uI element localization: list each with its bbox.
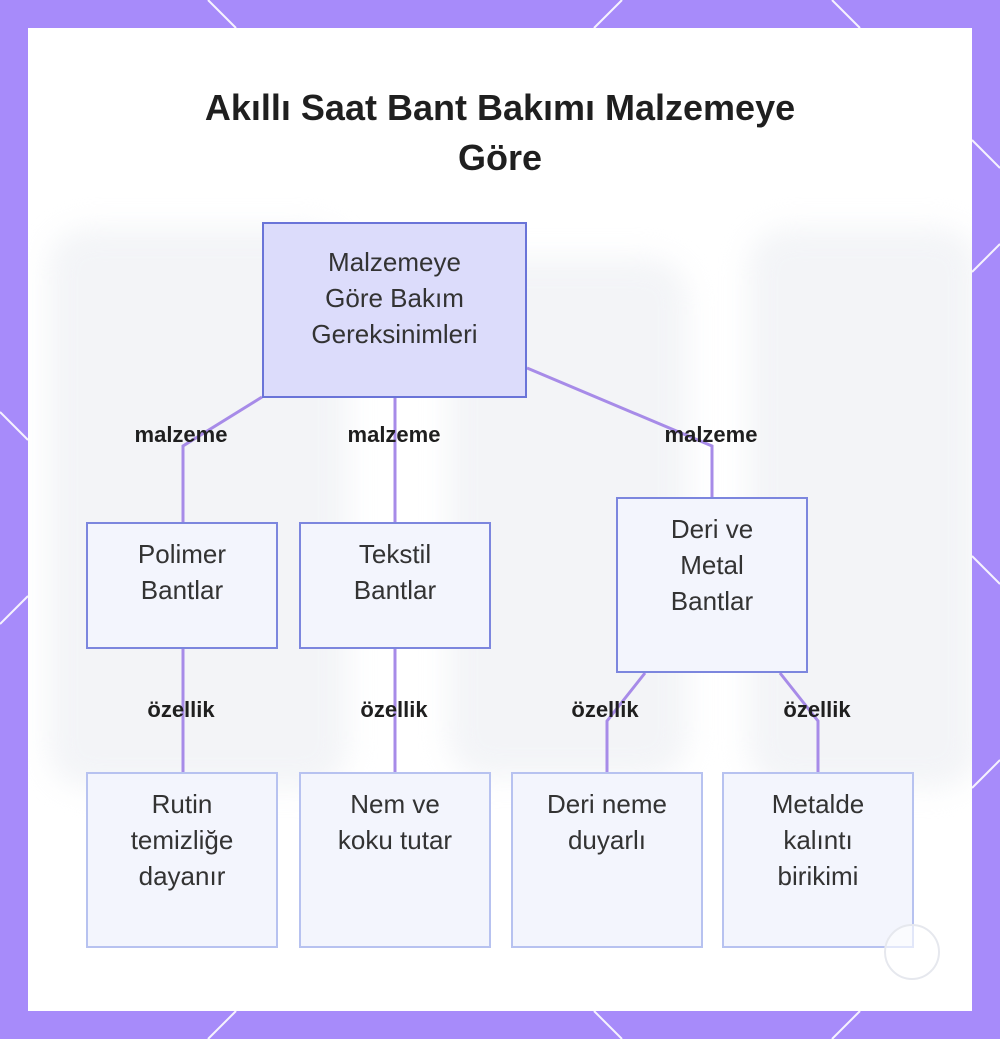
node-text: Polimer bbox=[137, 539, 227, 569]
title-line: Akıllı Saat Bant Bakımı Malzemeye bbox=[204, 87, 796, 128]
node-text: koku tutar bbox=[337, 825, 453, 855]
node-text: dayanır bbox=[138, 861, 226, 891]
node-text: Metalde bbox=[771, 789, 865, 819]
edge-label: özellik bbox=[571, 697, 639, 722]
node-nem-koku: Nem ve koku tutar bbox=[299, 772, 491, 948]
node-text: Göre Bakım bbox=[325, 283, 464, 313]
edge-label: özellik bbox=[360, 697, 428, 722]
node-deri-metal-bantlar: Deri ve Metal Bantlar bbox=[616, 497, 808, 673]
edge-label: malzeme bbox=[347, 422, 441, 447]
node-polimer-bantlar: Polimer Bantlar bbox=[86, 522, 278, 649]
node-text: Malzemeye bbox=[328, 247, 461, 277]
node-text: Deri neme bbox=[547, 789, 667, 819]
edge-label: malzeme bbox=[134, 422, 228, 447]
node-text: Nem ve bbox=[350, 789, 440, 819]
node-text: Bantlar bbox=[140, 575, 224, 605]
node-text: Tekstil bbox=[358, 539, 432, 569]
node-text: Rutin bbox=[151, 789, 213, 819]
edge-label: özellik bbox=[147, 697, 215, 722]
node-text: temizliğe bbox=[130, 825, 234, 855]
node-text: kalıntı bbox=[783, 825, 853, 855]
node-root: Malzemeye Göre Bakım Gereksinimleri bbox=[262, 222, 527, 398]
diagram-title: Akıllı Saat Bant Bakımı Malzemeye Göre bbox=[0, 83, 1000, 183]
node-text: birikimi bbox=[777, 861, 859, 891]
title-line: Göre bbox=[457, 137, 543, 178]
edge-label: özellik bbox=[783, 697, 851, 722]
node-rutin-temizlige: Rutin temizliğe dayanır bbox=[86, 772, 278, 948]
node-text: Deri ve bbox=[670, 514, 754, 544]
node-deri-neme-duyarli: Deri neme duyarlı bbox=[511, 772, 703, 948]
edge-label: malzeme bbox=[664, 422, 758, 447]
node-text: Bantlar bbox=[670, 586, 754, 616]
node-text: Bantlar bbox=[353, 575, 437, 605]
node-text: Metal bbox=[680, 550, 744, 580]
node-metalde-kalinti: Metalde kalıntı birikimi bbox=[722, 772, 914, 948]
watermark-badge-icon bbox=[884, 924, 940, 980]
node-text: Gereksinimleri bbox=[311, 319, 478, 349]
node-tekstil-bantlar: Tekstil Bantlar bbox=[299, 522, 491, 649]
node-text: duyarlı bbox=[567, 825, 647, 855]
